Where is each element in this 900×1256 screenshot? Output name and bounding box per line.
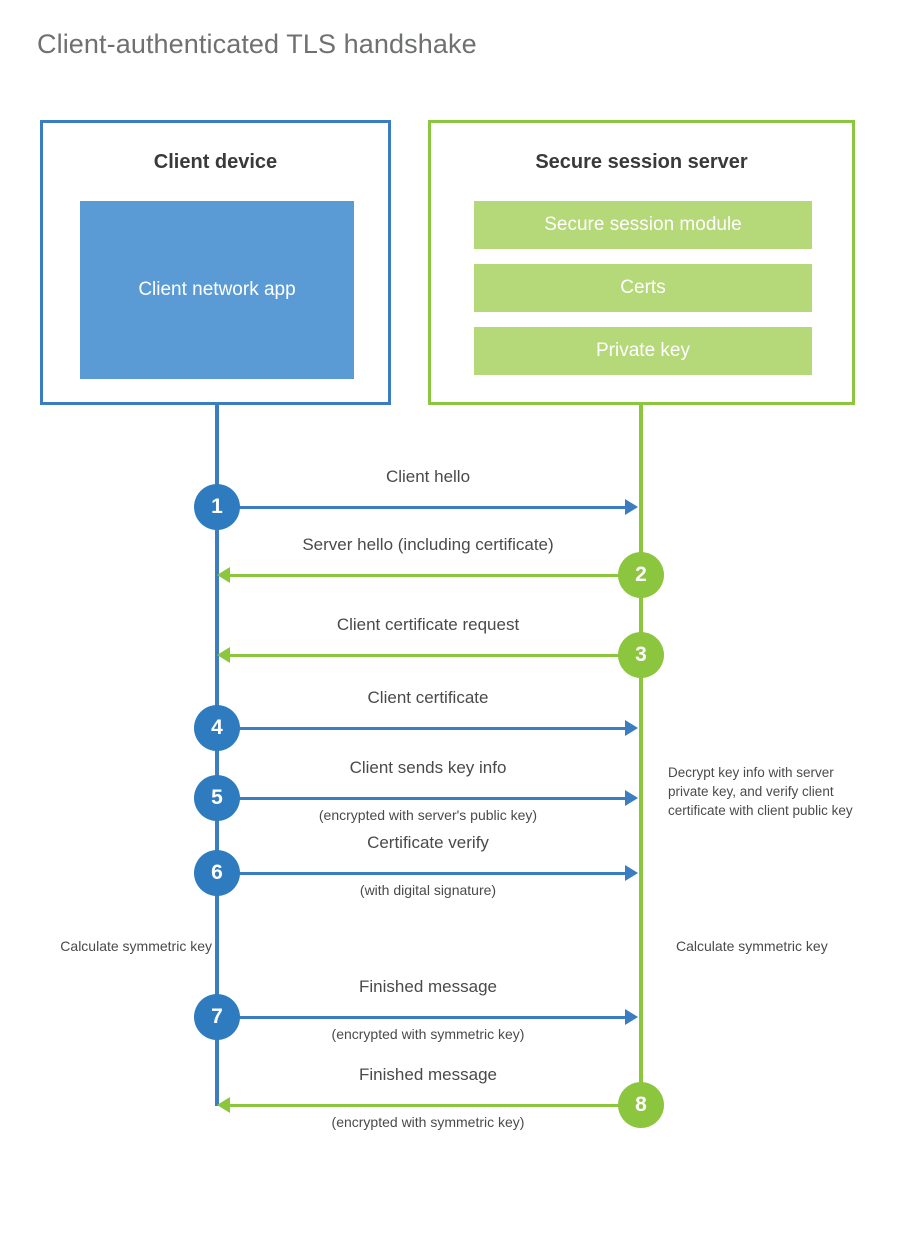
arrow-line [217, 1016, 625, 1019]
message-label: Client hello [385, 467, 471, 486]
message-sublabel: (encrypted with symmetric key) [331, 1026, 525, 1042]
secure-session-server-title: Secure session server [535, 151, 748, 173]
arrow-head-right-icon [625, 1009, 638, 1025]
arrow-line [217, 872, 625, 875]
step-badge-7: 7 [194, 994, 240, 1040]
note-calculate-symmetric-key-server: Calculate symmetric key [676, 938, 828, 954]
server-module-certs: Certs [474, 264, 812, 312]
arrow-line [230, 654, 625, 657]
message-label: Server hello (including certificate) [302, 535, 554, 554]
note-calculate-symmetric-key-client: Calculate symmetric key [60, 938, 212, 954]
arrow-head-right-icon [625, 865, 638, 881]
step-badge-2: 2 [618, 552, 664, 598]
arrow-head-left-icon [217, 567, 230, 583]
step-badge-6: 6 [194, 850, 240, 896]
client-lifeline [215, 403, 219, 1106]
message-label: Client sends key info [349, 758, 507, 777]
arrow-head-right-icon [625, 720, 638, 736]
secure-session-server-box: Secure session server Secure session mod… [428, 120, 855, 405]
server-lifeline [639, 403, 643, 1106]
arrow-line [217, 797, 625, 800]
client-device-title: Client device [153, 151, 278, 173]
arrow-head-right-icon [625, 499, 638, 515]
client-device-box: Client device Client network app [40, 120, 391, 405]
message-label: Finished message [359, 977, 497, 996]
arrow-head-right-icon [625, 790, 638, 806]
arrow-line [230, 1104, 625, 1107]
step-badge-4: 4 [194, 705, 240, 751]
client-network-app-block: Client network app [80, 201, 354, 379]
step-badge-8: 8 [618, 1082, 664, 1128]
message-sublabel: (encrypted with symmetric key) [331, 1114, 525, 1130]
arrow-line [217, 727, 625, 730]
message-label: Client certificate [367, 688, 489, 707]
step-badge-3: 3 [618, 632, 664, 678]
message-label: Client certificate request [336, 615, 520, 634]
message-label: Certificate verify [367, 833, 489, 852]
step-badge-1: 1 [194, 484, 240, 530]
arrow-line [230, 574, 625, 577]
arrow-line [217, 506, 625, 509]
message-label: Finished message [359, 1065, 497, 1084]
server-module-private-key: Private key [474, 327, 812, 375]
message-sublabel: (with digital signature) [359, 882, 497, 898]
message-sublabel: (encrypted with server's public key) [318, 807, 538, 823]
server-module-secure-session-module: Secure session module [474, 201, 812, 249]
arrow-head-left-icon [217, 647, 230, 663]
step-badge-5: 5 [194, 775, 240, 821]
note-server-decrypt: Decrypt key info with server private key… [668, 765, 853, 819]
arrow-head-left-icon [217, 1097, 230, 1113]
page-title: Client-authenticated TLS handshake [37, 29, 477, 59]
